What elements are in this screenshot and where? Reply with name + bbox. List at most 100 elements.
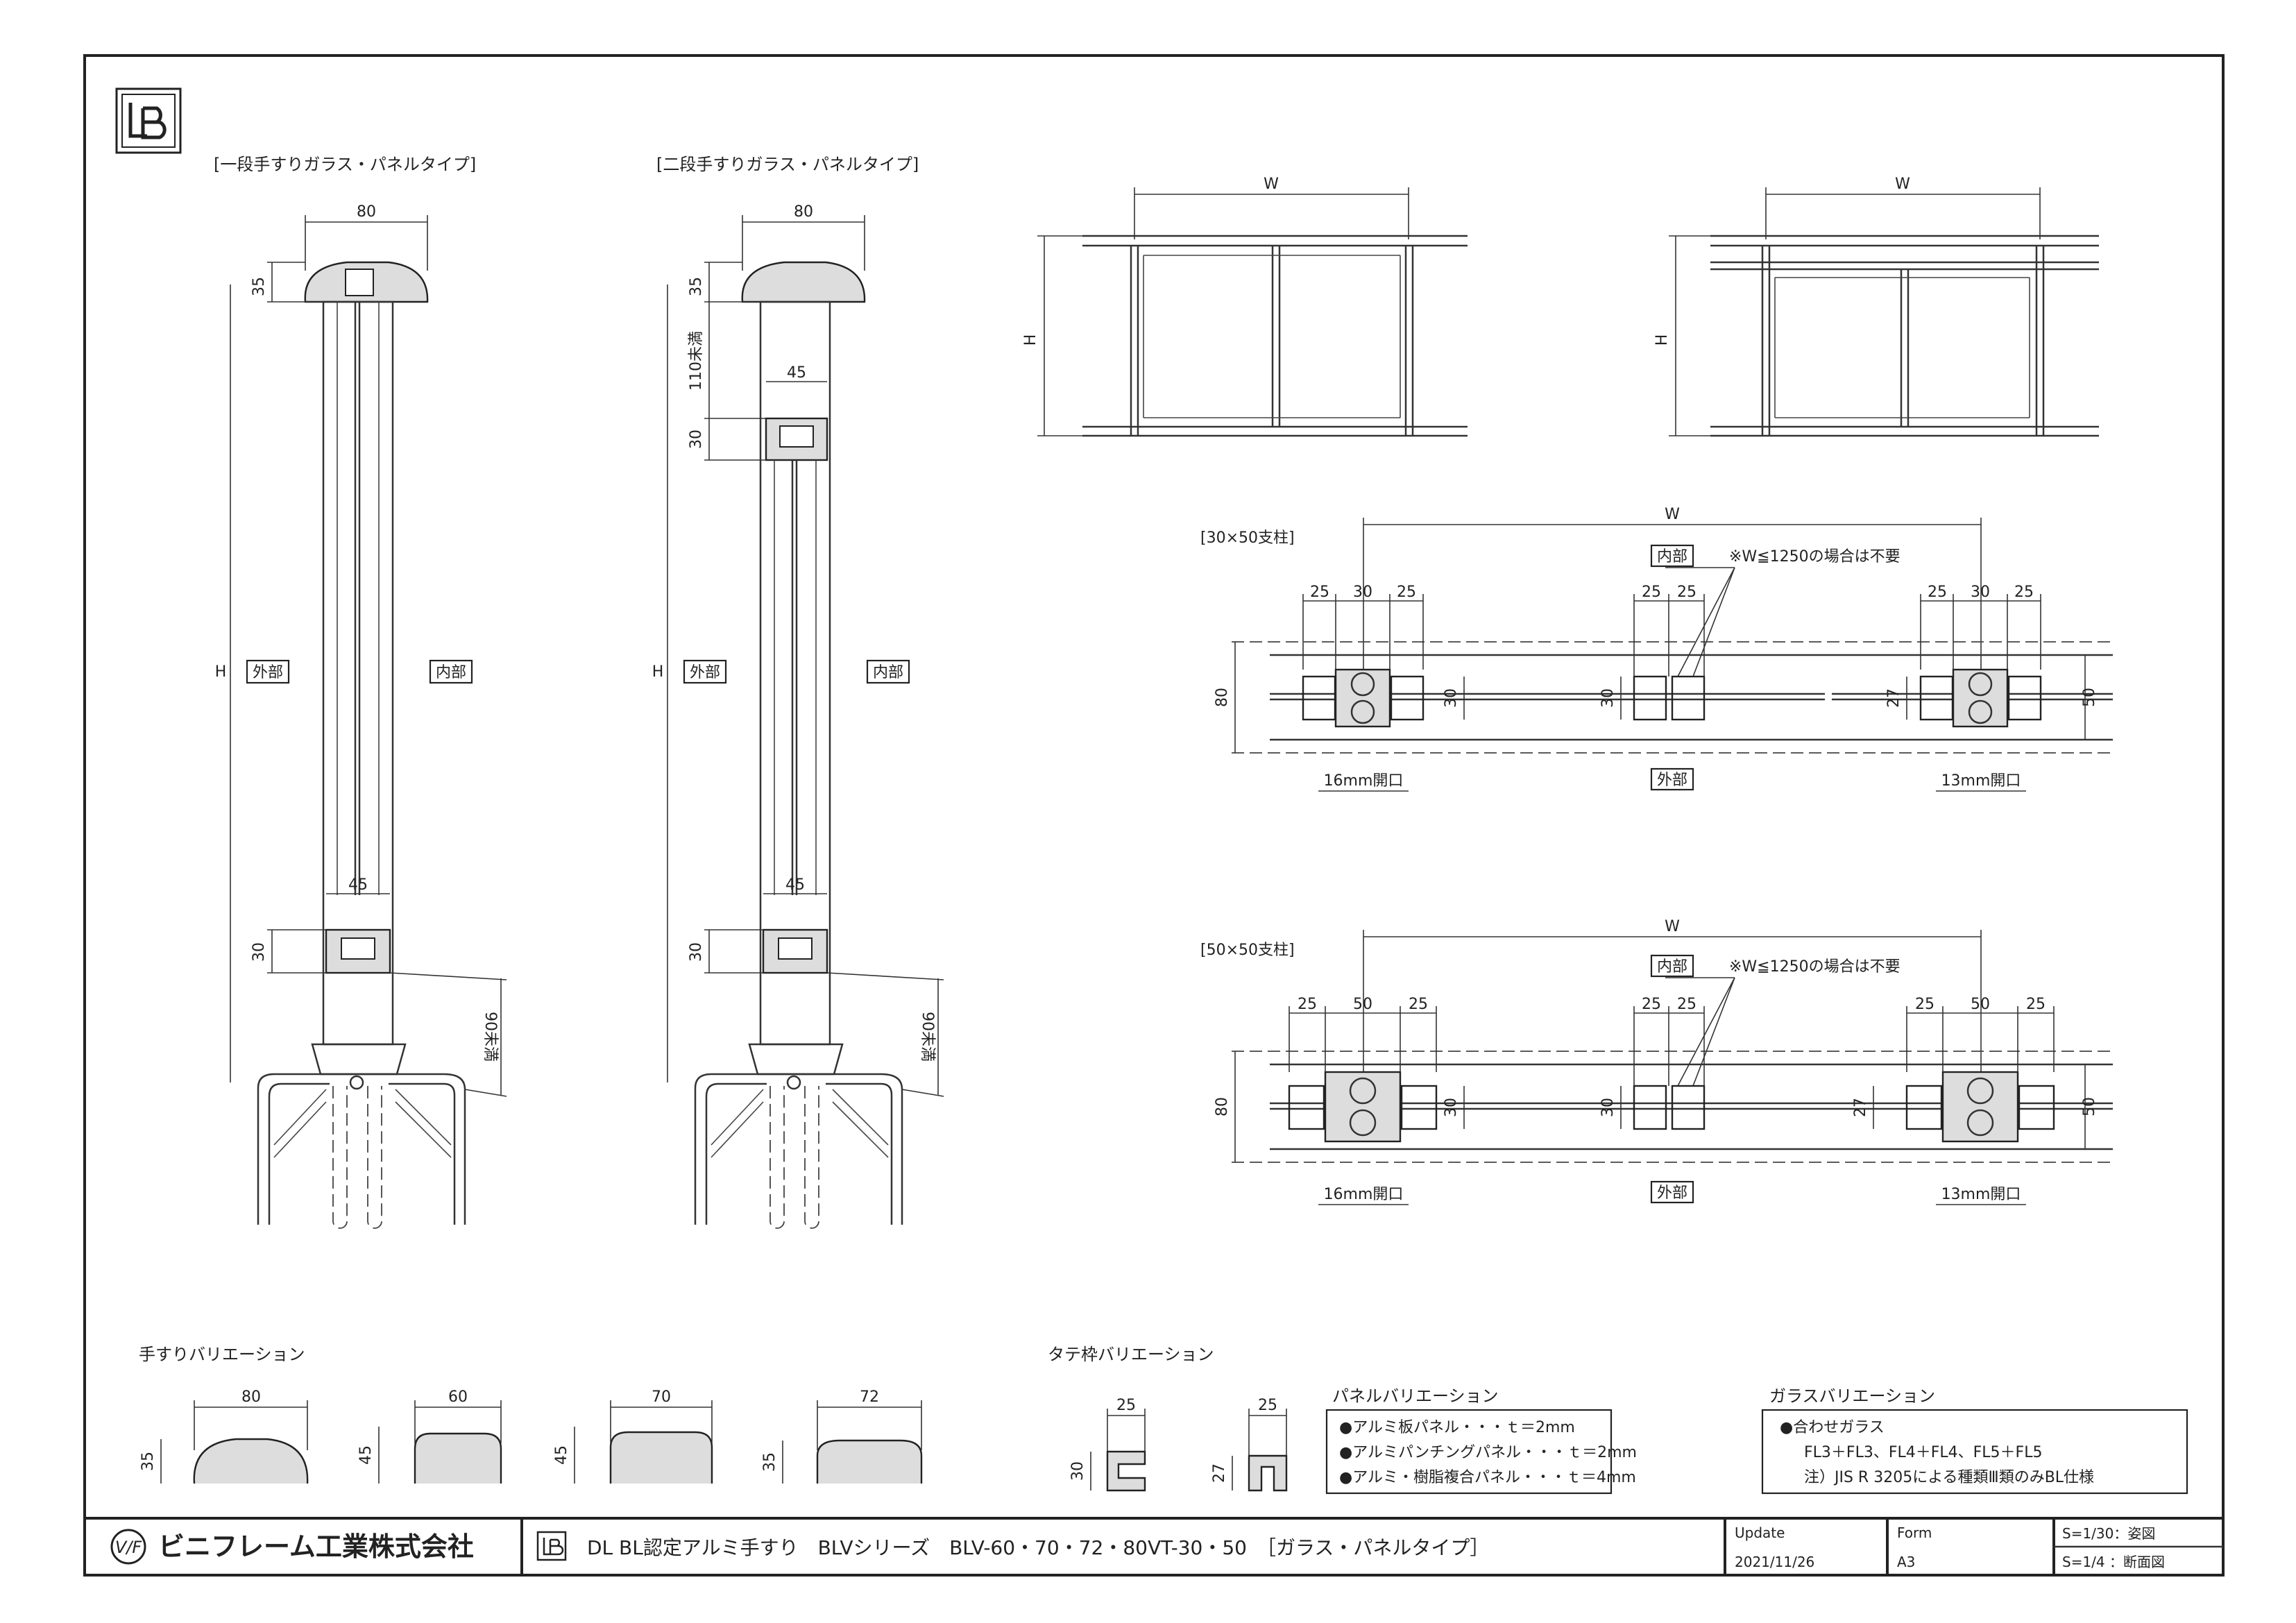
dim-25-l: 25 [2026, 996, 2046, 1013]
plan-30x50: [30×50支柱] W 内部 ※W≦1250の場合は不要 [1200, 506, 2113, 792]
panel-item-1: ●アルミ板パネル・・・ｔ＝2mm [1339, 1419, 1575, 1436]
open16-plan2: 16mm開口 [1324, 1186, 1404, 1203]
dim-25-h: 25 [1409, 996, 1428, 1013]
label-outside-plan2: 外部 [1657, 1184, 1687, 1202]
update-label: Update [1735, 1524, 1785, 1541]
panel-variations-title: パネルバリエーション [1332, 1386, 1499, 1406]
dim-30-upper: 30 [688, 430, 705, 449]
elevation-single: W H [1022, 176, 1468, 437]
dim-25-i: 25 [1642, 996, 1661, 1013]
dim-h: H [215, 663, 227, 681]
note-w-plan2: ※W≦1250の場合は不要 [1729, 958, 1900, 976]
glass-item-2: FL3＋FL3、FL4＋FL4、FL5＋FL5 [1804, 1444, 2042, 1461]
single-rail-section: 80 35 H 45 30 90未満 外部 内部 [215, 203, 507, 1229]
handrail-variations-title: 手すりバリエーション [139, 1345, 305, 1364]
dim-45-upper: 45 [787, 364, 806, 382]
svg-text:V/F: V/F [115, 1538, 143, 1557]
dim-50-plan2: 50 [2081, 1097, 2098, 1116]
dim-w-plan1: W [1665, 506, 1680, 523]
scale-1: S=1/30：姿図 [2062, 1525, 2155, 1542]
dim-50-a: 50 [1353, 996, 1372, 1013]
post-50x50-title: [50×50支柱] [1200, 942, 1295, 959]
dim-w-elev2: W [1895, 176, 1910, 193]
dim-27-plan1: 27 [1885, 688, 1903, 708]
vf-logo-icon: V/F [110, 1529, 146, 1565]
dim-25-a: 25 [1310, 584, 1329, 601]
post-30x50-title: [30×50支柱] [1200, 529, 1295, 547]
dim-30: 30 [250, 942, 268, 962]
dim-25-d: 25 [1677, 584, 1697, 601]
single-type-title: [一段手すりガラス・パネルタイプ] [214, 155, 476, 174]
company-name: ビニフレーム工業株式会社 [158, 1531, 474, 1562]
glass-variations-title: ガラスバリエーション [1769, 1386, 1935, 1406]
open16-plan1: 16mm開口 [1324, 772, 1404, 790]
dim-25-f: 25 [2014, 584, 2034, 601]
dim-30-lower: 30 [688, 942, 705, 962]
label-inside-double: 内部 [873, 664, 903, 681]
form-value: A3 [1897, 1554, 1915, 1570]
title-block: V/F ビニフレーム工業株式会社 DL BL認定アルミ手すり BLVシリーズ B… [110, 1518, 2223, 1575]
handrail-variations: 手すりバリエーション 80 35 60 45 70 45 72 35 [139, 1345, 923, 1484]
note-w-plan1: ※W≦1250の場合は不要 [1729, 548, 1900, 566]
drawing-frame [83, 54, 2225, 1577]
dim-80-double: 80 [794, 203, 813, 221]
drawing-title: DL BL認定アルミ手すり BLVシリーズ BLV-60・70・72・80VT-… [587, 1536, 1489, 1559]
lb-logo-small-icon [536, 1531, 567, 1561]
dim-50-b: 50 [1971, 996, 1990, 1013]
frame-variations: タテ枠バリエーション 25 30 25 27 [1048, 1345, 1288, 1492]
dim-h-elev1: H [1022, 334, 1039, 346]
plan-50x50: [50×50支柱] W 内部 ※W≦1250の場合は不要 25 [1200, 918, 2113, 1205]
dim-35-double: 35 [688, 277, 705, 296]
panel-item-2: ●アルミパンチングパネル・・・ｔ＝2mm [1339, 1444, 1637, 1461]
dim-30-side3: 30 [1443, 1098, 1460, 1117]
fr-dim-30: 30 [1069, 1461, 1087, 1481]
dim-30-side: 30 [1443, 688, 1460, 708]
dim-w-plan2: W [1665, 918, 1680, 935]
dim-27-plan2: 27 [1852, 1098, 1869, 1117]
open13-plan2: 13mm開口 [1941, 1186, 2021, 1203]
dim-80-plan1: 80 [1214, 688, 1231, 707]
dim-50-plan1: 50 [2081, 688, 2098, 707]
dim-110: 110未満 [688, 331, 705, 391]
dim-90-double: 90未満 [919, 1012, 936, 1062]
label-inside: 内部 [436, 664, 466, 681]
update-value: 2021/11/26 [1735, 1554, 1814, 1570]
fr-dim-27: 27 [1211, 1463, 1228, 1483]
frame-variations-title: タテ枠バリエーション [1048, 1345, 1214, 1364]
label-outside-double: 外部 [690, 664, 720, 681]
dim-25-b: 25 [1397, 584, 1416, 601]
dim-25-k: 25 [1915, 996, 1934, 1013]
dim-30-b: 30 [1971, 584, 1990, 601]
dim-30-side4: 30 [1599, 1098, 1617, 1117]
fr-dim-25-a: 25 [1116, 1397, 1136, 1414]
fr-dim-25-b: 25 [1258, 1397, 1277, 1414]
glass-item-3: 注）JIS R 3205による種類Ⅲ類のみBL仕様 [1804, 1469, 2094, 1486]
form-label: Form [1897, 1524, 1932, 1541]
label-outside-plan1: 外部 [1657, 772, 1687, 789]
hr-dim-35-b: 35 [761, 1452, 779, 1472]
dim-25-c: 25 [1642, 584, 1661, 601]
hr-dim-70: 70 [652, 1388, 671, 1406]
dim-30-side2: 30 [1599, 688, 1617, 708]
label-inside-plan1: 内部 [1657, 548, 1687, 566]
dim-25-e: 25 [1928, 584, 1947, 601]
dim-30-a: 30 [1353, 584, 1372, 601]
panel-variations: パネルバリエーション ●アルミ板パネル・・・ｔ＝2mm ●アルミパンチングパネル… [1325, 1386, 1637, 1495]
lb-logo-icon [115, 87, 182, 154]
hr-dim-45-b: 45 [553, 1445, 570, 1465]
double-rail-section: 80 35 110未満 30 45 H 45 30 90未満 外部 内部 [652, 203, 944, 1229]
open13-plan1: 13mm開口 [1941, 772, 2021, 790]
dim-35: 35 [250, 277, 268, 296]
hr-dim-35-a: 35 [139, 1452, 157, 1471]
dim-25-g: 25 [1298, 996, 1317, 1013]
dim-80: 80 [357, 203, 376, 221]
dim-w-elev1: W [1264, 176, 1279, 193]
dim-25-j: 25 [1677, 996, 1697, 1013]
dim-h-double: H [652, 663, 664, 681]
hr-dim-45-a: 45 [357, 1445, 375, 1465]
hr-dim-60: 60 [448, 1388, 468, 1406]
elevation-double: W H [1653, 176, 2099, 437]
label-outside: 外部 [253, 664, 283, 681]
scale-2: S=1/4 ：断面図 [2062, 1554, 2165, 1570]
